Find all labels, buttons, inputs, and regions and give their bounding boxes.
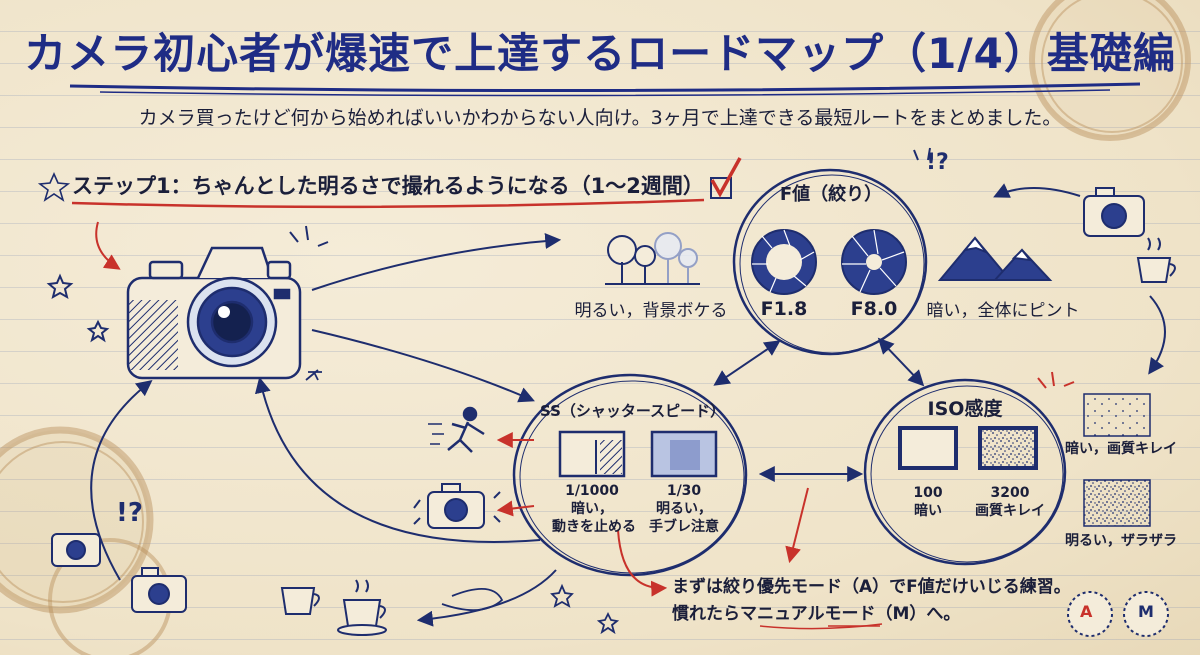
runner-icon bbox=[428, 406, 485, 453]
fvalue-closed-label: F8.0 bbox=[850, 298, 898, 320]
iso-noisy-label: 明るい，ザラザラ bbox=[1065, 533, 1177, 549]
page-title: カメラ初心者が爆速で上達するロードマップ（1/4）基礎編 bbox=[24, 29, 1176, 78]
iso-clean-sample bbox=[1083, 393, 1151, 437]
iso-high-value: 3200 bbox=[990, 485, 1030, 501]
shutter-fast-icon bbox=[558, 430, 626, 478]
fvalue-closed-effect: 暗い，全体にピント bbox=[926, 301, 1080, 321]
ss-fast-desc-2: 動きを止める bbox=[552, 519, 636, 535]
checkmark-icon bbox=[710, 157, 742, 198]
dial-m-label: M bbox=[1138, 602, 1154, 621]
fvalue-heading: F値（絞り） bbox=[779, 184, 883, 205]
iso-high-icon bbox=[978, 426, 1038, 470]
iso-low-desc: 暗い bbox=[914, 503, 942, 519]
fvalue-circle bbox=[732, 168, 928, 356]
iso-heading: ISO感度 bbox=[927, 398, 1003, 420]
tree-bokeh-icon bbox=[605, 232, 700, 285]
ss-slow-value: 1/30 bbox=[666, 483, 702, 499]
iso-clean-label: 暗い，画質キレイ bbox=[1065, 441, 1177, 457]
page-subtitle: カメラ買ったけど何から始めればいいかわからない人向け。3ヶ月で上達できる最短ルー… bbox=[138, 107, 1062, 129]
shutter-slow-icon bbox=[650, 430, 718, 478]
ss-slow-desc-2: 手ブレ注意 bbox=[649, 519, 719, 535]
ss-fast-desc-1: 暗い， bbox=[571, 501, 613, 517]
tip-line-1: まずは絞り優先モード（A）でF値だけいじる練習。 bbox=[672, 577, 1071, 597]
dial-a-label: A bbox=[1080, 602, 1093, 621]
aperture-open-icon bbox=[751, 229, 817, 295]
coffee-cup-icon bbox=[1136, 237, 1176, 283]
shaky-camera-icon bbox=[413, 483, 501, 529]
fvalue-open-label: F1.8 bbox=[760, 298, 808, 320]
coffee-cup-doodle-icon bbox=[280, 579, 387, 636]
ss-slow-desc-1: 明るい， bbox=[656, 501, 712, 517]
mode-dial-icon bbox=[1067, 591, 1169, 637]
camera-main-icon bbox=[126, 246, 302, 380]
ss-circle bbox=[512, 373, 748, 577]
star-icon bbox=[37, 172, 71, 202]
camera-small-icon bbox=[1083, 187, 1145, 237]
iso-low-icon bbox=[898, 426, 958, 470]
iso-circle bbox=[863, 378, 1067, 566]
iso-noisy-sample bbox=[1083, 479, 1151, 527]
aperture-closed-icon bbox=[841, 229, 907, 295]
tip-line-2: 慣れたらマニュアルモード（M）へ。 bbox=[672, 604, 961, 624]
checkbox-icon bbox=[710, 177, 732, 199]
step-heading: ステップ1：ちゃんとした明るさで撮れるようになる（1〜2週間） bbox=[72, 174, 704, 198]
mountain-icon bbox=[937, 236, 1053, 281]
exclaim-question-mark-top: !? bbox=[926, 150, 949, 175]
iso-low-value: 100 bbox=[913, 485, 943, 501]
exclaim-question-mark: !? bbox=[116, 498, 143, 528]
ss-fast-value: 1/1000 bbox=[565, 483, 619, 499]
fvalue-open-effect: 明るい，背景ボケる bbox=[574, 301, 728, 321]
camera-doodle-icon bbox=[51, 533, 187, 613]
ss-heading: SS（シャッタースピード） bbox=[540, 402, 726, 420]
iso-high-desc: 画質キレイ bbox=[975, 503, 1045, 519]
